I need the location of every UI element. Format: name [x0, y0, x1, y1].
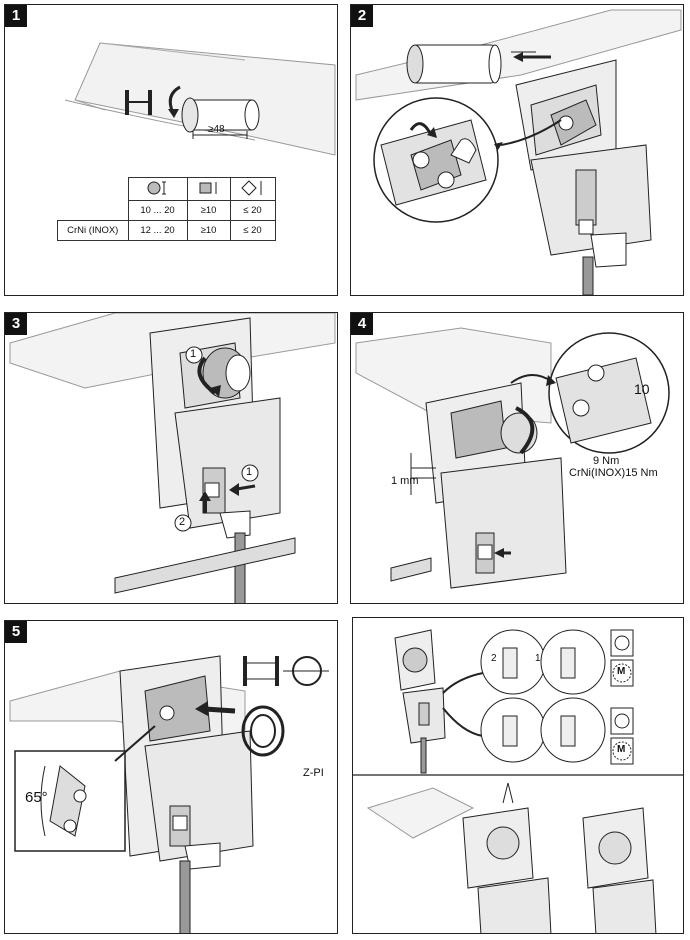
part-label: Z-PI — [303, 767, 324, 779]
callout-1a: 1 — [190, 348, 197, 360]
round-range: 10 ... 20 — [127, 200, 188, 221]
step-3-panel: 3 1 1 2 — [4, 312, 338, 604]
angle-label: 65° — [25, 789, 48, 806]
square-range: ≥10 — [186, 220, 231, 241]
manual-override-panel: 2 1 M M — [352, 617, 684, 934]
torque-label: 9 Nm — [593, 455, 620, 467]
step-number: 5 — [5, 621, 27, 643]
material-label — [58, 201, 129, 221]
shaft-length-label: ≥48 — [208, 124, 225, 135]
round-range: 12 ... 20 — [127, 220, 188, 241]
diamond-range: ≤ 20 — [229, 200, 276, 221]
diamond-range: ≤ 20 — [229, 220, 276, 241]
tightening-illustration — [355, 327, 670, 589]
motor-icon: M — [617, 666, 626, 677]
step-number: 2 — [351, 5, 373, 27]
anti-rotation-illustration — [9, 655, 329, 933]
gap-label: 1 mm — [391, 475, 419, 487]
callout-2: 2 — [491, 653, 497, 664]
callout-2: 2 — [179, 516, 186, 528]
round-shaft-icon — [127, 177, 188, 201]
square-range: ≥10 — [186, 200, 231, 221]
step-number: 3 — [5, 313, 27, 335]
step-5-panel: 5 65° Z-PI — [4, 620, 338, 934]
step-4-panel: 4 1 mm 10 9 Nm CrNi(INOX)15 Nm — [350, 312, 684, 604]
diamond-shaft-icon — [229, 177, 276, 201]
torque-inox-label: CrNi(INOX)15 Nm — [569, 467, 658, 479]
override-illustration — [353, 629, 683, 933]
step-number: 4 — [351, 313, 373, 335]
square-shaft-icon — [186, 177, 231, 201]
wrench-size-label: 10 — [634, 381, 650, 397]
motor-icon: M — [617, 744, 626, 755]
callout-1: 1 — [535, 653, 541, 664]
step-1-panel: 1 ≥48 — [4, 4, 338, 296]
mounting-illustration — [9, 313, 336, 603]
material-label: CrNi (INOX) — [57, 220, 129, 241]
shaft-illustration — [64, 42, 336, 156]
step-number: 1 — [5, 5, 27, 27]
actuator-illustration — [355, 9, 682, 295]
step-2-panel: 2 — [350, 4, 684, 296]
callout-1b: 1 — [246, 466, 253, 478]
shaft-spec-table: 10 ... 20 ≥10 ≤ 20 CrNi (INOX) 12 ... 20… — [57, 177, 276, 241]
